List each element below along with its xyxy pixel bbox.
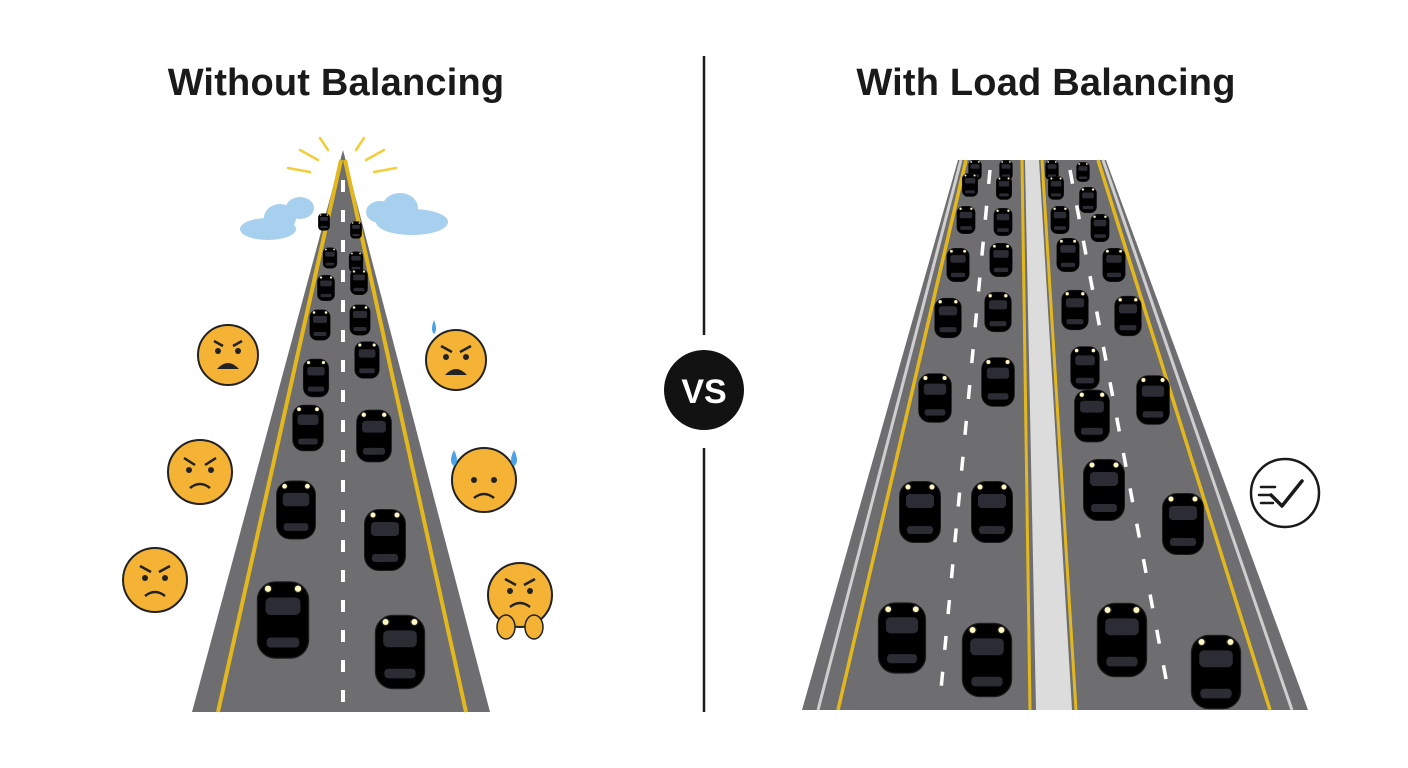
car [350, 268, 368, 296]
angry-face-icon [425, 320, 487, 391]
car [322, 247, 338, 269]
car [1102, 247, 1126, 283]
car [349, 304, 371, 336]
cloud-right [366, 193, 448, 235]
car [1083, 459, 1125, 521]
car [971, 481, 1013, 543]
car [1070, 346, 1100, 390]
car [993, 208, 1013, 236]
vs-badge: VS [681, 373, 726, 411]
car [989, 242, 1013, 278]
car [1074, 389, 1110, 443]
car [354, 341, 380, 379]
car [356, 409, 392, 463]
multi-lane-highway [802, 159, 1308, 711]
car [996, 176, 1012, 200]
title-with-load-balancing: With Load Balancing [856, 62, 1236, 104]
car [309, 309, 331, 341]
car [350, 221, 362, 239]
car [934, 297, 962, 339]
unhappy-emojis [122, 320, 553, 640]
car [256, 581, 310, 659]
car [984, 291, 1012, 333]
car [276, 480, 316, 540]
cloud-left [240, 197, 314, 240]
car [918, 373, 952, 423]
car [1114, 295, 1142, 337]
sweating-face-icon [451, 447, 517, 513]
car [877, 602, 927, 674]
car [364, 509, 406, 571]
car [899, 481, 941, 543]
car [1090, 214, 1110, 242]
checkmark-badge-icon [1249, 457, 1321, 529]
car [1190, 634, 1242, 710]
frowning-face-icon [122, 547, 188, 613]
car [962, 173, 978, 197]
angry-face-icon [167, 439, 233, 505]
car [956, 206, 976, 234]
car [302, 358, 330, 398]
single-lane-road [192, 136, 490, 713]
car [318, 213, 330, 231]
car [1162, 493, 1204, 555]
car [1136, 375, 1170, 425]
car [317, 274, 335, 302]
car [1076, 162, 1090, 182]
car [961, 622, 1013, 698]
car [1096, 602, 1148, 678]
frowning-face-icon [487, 562, 553, 640]
center-divider: VS [664, 56, 744, 712]
car [946, 247, 970, 283]
car [1061, 289, 1089, 331]
car [374, 614, 426, 690]
car [1050, 206, 1070, 234]
car [292, 404, 324, 452]
car [1079, 186, 1097, 214]
car [1048, 176, 1064, 200]
car [981, 357, 1015, 407]
sun-rays [286, 136, 398, 174]
car [1056, 237, 1080, 273]
angry-face-icon [197, 324, 259, 386]
title-without-balancing: Without Balancing [167, 62, 505, 104]
